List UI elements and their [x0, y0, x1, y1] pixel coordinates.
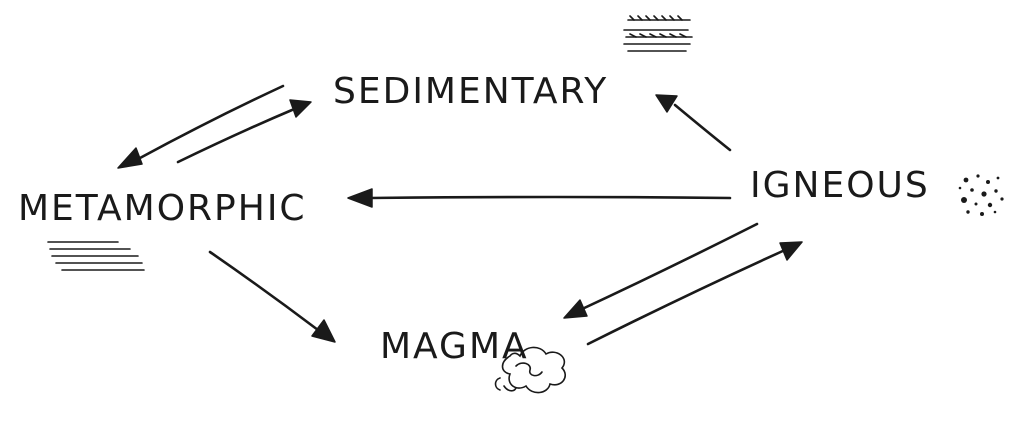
- arrow-magma-to-igneous: [586, 241, 803, 346]
- metamorphic-bands-doodle: [47, 241, 145, 271]
- node-sedimentary: SEDIMENTARY: [333, 71, 608, 112]
- igneous-speckle-doodle: [958, 174, 1004, 216]
- magma-swirl-doodle: [494, 346, 566, 394]
- arrow-sedimentary-to-metamorphic: [117, 84, 285, 169]
- node-magma: MAGMA: [380, 326, 529, 367]
- arrow-igneous-to-sedimentary: [655, 94, 732, 152]
- sediment-layers-doodle: [623, 15, 693, 52]
- arrow-metamorphic-to-sedimentary: [176, 99, 312, 164]
- arrow-metamorphic-to-magma: [208, 250, 336, 343]
- arrow-igneous-to-magma: [563, 222, 759, 319]
- arrow-igneous-to-metamorphic: [347, 188, 732, 208]
- node-igneous: IGNEOUS: [750, 165, 930, 206]
- node-metamorphic: METAMORPHIC: [18, 188, 307, 229]
